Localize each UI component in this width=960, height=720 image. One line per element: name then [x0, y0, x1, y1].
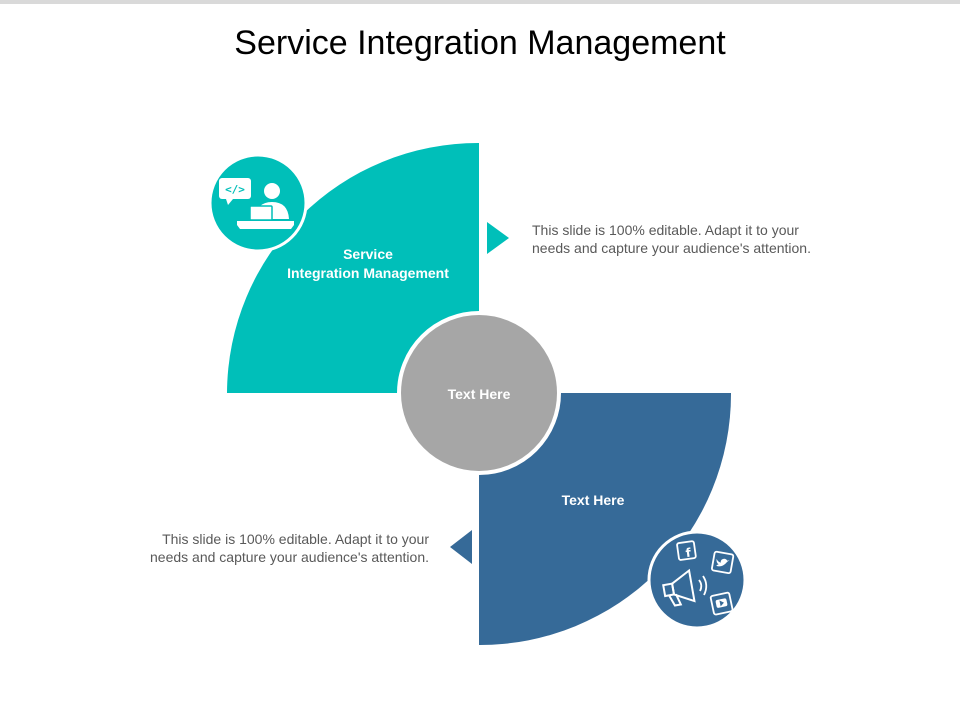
top-divider [0, 0, 960, 4]
bottom-quadrant-shape [479, 393, 732, 646]
center-circle [397, 311, 561, 475]
bottom-pointer-arrow [450, 530, 472, 564]
svg-text:f: f [685, 545, 693, 560]
bottom-description-line1: This slide is 100% editable. Adapt it to… [162, 531, 429, 547]
bottom-description-line2: needs and capture your audience's attent… [150, 549, 429, 565]
developer-at-laptop-icon: </> [208, 153, 308, 253]
social-media-marketing-icon: f [647, 530, 747, 630]
svg-text:</>: </> [225, 183, 245, 196]
top-description: This slide is 100% editable. Adapt it to… [532, 221, 862, 257]
top-quadrant-label-line2: Integration Management [287, 265, 449, 281]
top-quadrant-label: Service Integration Management [258, 245, 478, 283]
slide-title: Service Integration Management [234, 24, 726, 62]
top-description-line1: This slide is 100% editable. Adapt it to… [532, 222, 799, 238]
center-label: Text Here [447, 386, 511, 402]
top-description-line2: needs and capture your audience's attent… [532, 240, 811, 256]
bottom-quadrant-label: Text Here [561, 492, 625, 508]
top-quadrant-label-line1: Service [343, 246, 393, 262]
top-pointer-arrow [487, 222, 509, 254]
top-quadrant-shape [227, 142, 479, 393]
bottom-description: This slide is 100% editable. Adapt it to… [100, 530, 429, 566]
